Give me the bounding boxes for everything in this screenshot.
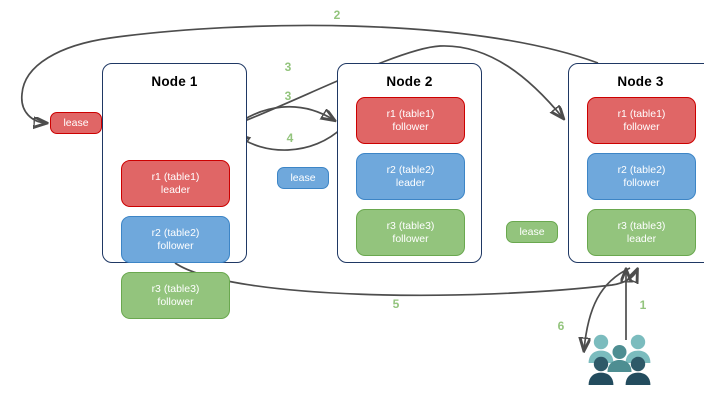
node-card-1[interactable]: Node 1 r1 (table1) leader r2 (table2) fo…	[102, 63, 247, 319]
replica-role: leader	[395, 176, 426, 189]
replica-r2[interactable]: r2 (table2) leader	[356, 153, 465, 200]
connector-step-3-lower	[231, 105, 334, 129]
replica-role: leader	[626, 232, 657, 245]
replica-r2[interactable]: r2 (table2) follower	[587, 153, 696, 200]
step-label-1: 1	[639, 298, 647, 312]
replica-r3[interactable]: r3 (table3) leader	[587, 209, 696, 256]
replica-range: r2 (table2)	[617, 163, 666, 176]
step-label-3-lower: 3	[284, 89, 292, 103]
step-label-2: 2	[333, 8, 341, 22]
replica-r1[interactable]: r1 (table1) follower	[356, 97, 465, 144]
replica-r1[interactable]: r1 (table1) leader	[121, 160, 230, 207]
replica-range: r1 (table1)	[386, 107, 435, 120]
replica-role: follower	[623, 176, 660, 189]
replica-range: r3 (table3)	[386, 219, 435, 232]
replica-role: follower	[623, 120, 660, 133]
node-title: Node 3	[617, 74, 664, 89]
step-label-3-upper: 3	[284, 60, 292, 74]
replica-range: r3 (table3)	[151, 282, 200, 295]
node-title: Node 2	[386, 74, 433, 89]
node-card-2[interactable]: Node 2 r1 (table1) follower r2 (table2) …	[337, 63, 482, 263]
lease-chip-r1[interactable]: lease	[50, 112, 102, 134]
step-label-4: 4	[286, 131, 294, 145]
replica-range: r2 (table2)	[386, 163, 435, 176]
replica-r3[interactable]: r3 (table3) follower	[356, 209, 465, 256]
replica-role: leader	[160, 183, 191, 196]
replica-role: follower	[157, 295, 194, 308]
lease-chip-r2[interactable]: lease	[277, 167, 329, 189]
node-card-3[interactable]: Node 3 r1 (table1) follower r2 (table2) …	[568, 63, 704, 263]
step-label-5: 5	[392, 297, 400, 311]
replica-role: follower	[157, 239, 194, 252]
people-group-icon	[586, 333, 658, 391]
replica-range: r3 (table3)	[617, 219, 666, 232]
replica-range: r2 (table2)	[151, 226, 200, 239]
connector-step-5	[174, 262, 637, 297]
replica-r2[interactable]: r2 (table2) follower	[121, 216, 230, 263]
replica-range: r1 (table1)	[617, 107, 666, 120]
node-title: Node 1	[151, 74, 198, 89]
replica-r3[interactable]: r3 (table3) follower	[121, 272, 230, 319]
replica-role: follower	[392, 232, 429, 245]
replica-range: r1 (table1)	[151, 170, 200, 183]
step-label-6: 6	[557, 319, 565, 333]
lease-chip-r3[interactable]: lease	[506, 221, 558, 243]
replica-role: follower	[392, 120, 429, 133]
replica-r1[interactable]: r1 (table1) follower	[587, 97, 696, 144]
